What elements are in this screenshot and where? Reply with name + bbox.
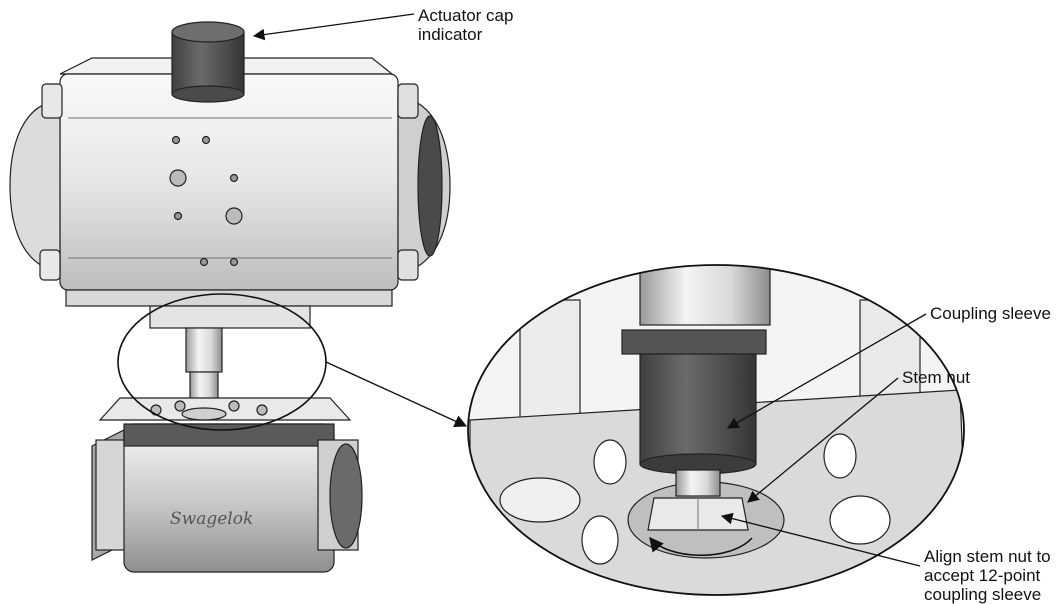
zoom-connector-arrow xyxy=(325,361,468,428)
zoom-detail xyxy=(468,265,964,595)
label-actuator-cap-indicator: Actuator cap indicator xyxy=(418,6,514,44)
valve-brand-logo: Swagelok xyxy=(170,509,253,529)
label-align-instruction: Align stem nut to accept 12-point coupli… xyxy=(924,547,1051,604)
actuator-cap-indicator xyxy=(171,21,245,103)
leader-align xyxy=(720,512,921,567)
label-stem-nut: Stem nut xyxy=(902,368,971,387)
label-coupling-sleeve: Coupling sleeve xyxy=(930,304,1051,323)
leader-actuator-cap xyxy=(252,13,415,41)
leader-coupling-sleeve xyxy=(726,313,927,429)
leader-stem-nut xyxy=(747,377,899,503)
zoom-frame xyxy=(467,264,965,596)
ball-valve-body: Swagelok xyxy=(91,423,363,573)
